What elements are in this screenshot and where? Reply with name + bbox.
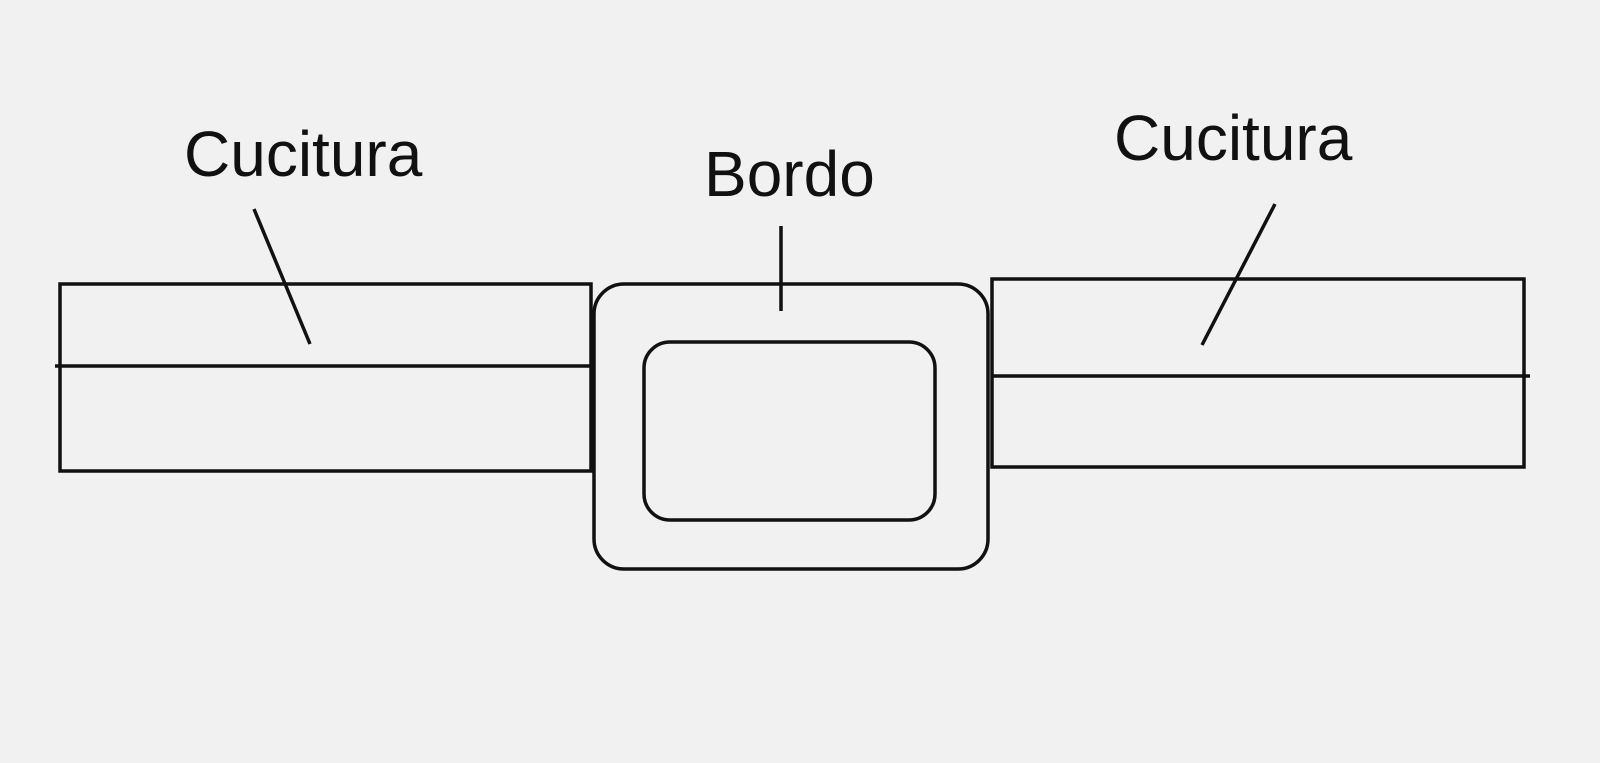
left-seam-label: Cucitura xyxy=(184,118,423,190)
left-strap xyxy=(58,282,593,473)
buckle-inner-opening xyxy=(642,340,937,522)
right-seam-label: Cucitura xyxy=(1114,102,1353,174)
right-seam-leader-line xyxy=(1200,203,1277,346)
edge-label: Bordo xyxy=(704,138,875,210)
buckle-outer-frame xyxy=(592,282,990,571)
left-seam-leader-line xyxy=(252,208,312,345)
right-strap xyxy=(990,277,1526,469)
